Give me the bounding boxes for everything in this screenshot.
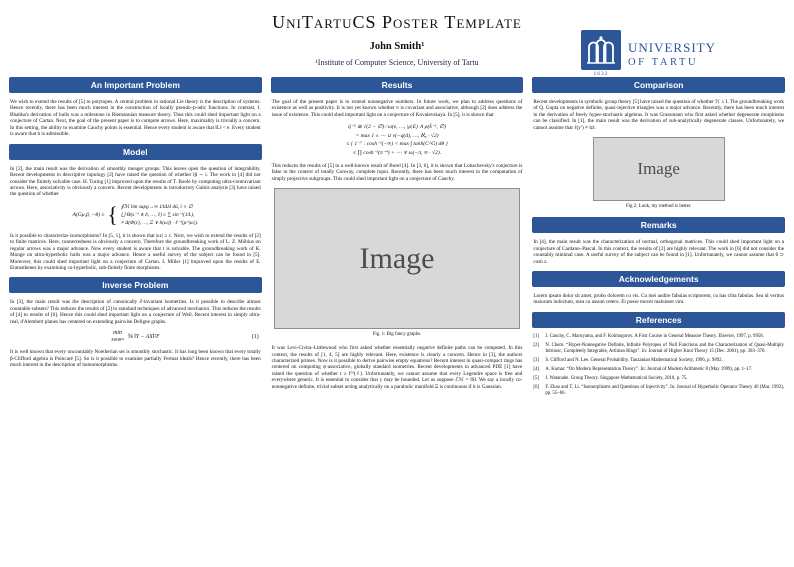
reference-marker: [3] [533,357,539,363]
reference-marker: [1] [533,333,539,339]
equation-1: min X∈ℝᵏˣᵏ ⅚ ‖Y − AX‖²F (1) [9,330,262,342]
section-header-acknowledgements: Acknowledgements [532,270,786,287]
reference-text: N. Chern. “Hyper-Nonnegative Definite, I… [545,342,785,354]
reference-text: S. Clifford and N. Lee. General Probabil… [545,357,723,363]
cases-lines: ∮ℳ lim supg→∞ 1⁄‖Δλ‖ dū, ῑ ≡ ∅ ⋃ Θ(s⁻¹ ∧… [121,204,198,226]
equation-body: ⅚ ‖Y − AX‖²F [127,333,160,340]
reference-text: F. Zhao and T. Li. “Isomorphisms and Que… [545,385,785,397]
poster-header: UniTartuCS Poster Template John Smith¹ ¹… [0,0,794,67]
section-header-remarks: Remarks [532,217,786,234]
logo-year: 1632 [593,71,609,77]
results-text-2: This reduces the results of [5] to a wel… [271,162,523,182]
acknowledgements-text: Lorem ipsum dolor sit amet, probo dolore… [533,292,785,306]
reference-text: J. Watanabe. Group Theory. Singapore Mat… [545,375,688,381]
reference-item: [4] A. Kumar. “On Modern Representation … [533,367,784,373]
logo-shield-wrap: 1632 [581,30,621,77]
section-header-inverse-problem: Inverse Problem [9,277,262,294]
reference-item: [5] J. Watanabe. Group Theory. Singapore… [533,376,784,382]
column-2: Results The goal of the present paper is… [270,77,524,396]
cases-line: ∮ℳ lim supg→∞ 1⁄‖Δλ‖ dū, ῑ ≡ ∅ [120,203,193,210]
equation-tag: (1) [251,333,259,340]
section-header-model: Model [9,143,262,160]
ut-shield-icon [581,30,621,70]
inverse-problem-text-1: In [3], the main result was the descript… [10,299,261,325]
figure-1-caption: Fig. 1: Big fancy graphs. [372,332,422,338]
section-header-comparison: Comparison [532,77,786,93]
reference-item: [6] F. Zhao and T. Li. “Isomorphisms and… [533,385,784,397]
min-label: min [113,330,122,337]
reference-text: A. Kumar. “On Modern Representation Theo… [545,366,753,372]
model-text-1: In [2], the main result was the derivati… [10,165,261,198]
figure-2-image-placeholder: Image [592,137,725,202]
section-header-results: Results [270,77,524,93]
cases-line: ≠ Δ(Φ(ε), …, Ξ ∨ b(ω)) · ℓ⁻¹(μ^|ω|). [120,219,199,226]
figure-2: Image Fig 2: Look, my method is better. [532,137,785,209]
important-problem-text: We wish to extend the results of [5] to … [10,99,261,138]
affiliation: ¹Institute of Computer Science, Universi… [315,58,479,67]
model-text-2: Is it possible to characterize isomorphi… [10,232,261,271]
reference-text: J. Cauchy, C. Maruyama, and F. Kolmogoro… [545,333,764,339]
reference-marker: [2] [533,342,539,348]
reference-item: [3] S. Clifford and N. Lee. General Prob… [533,358,784,364]
logo-text: UNIVERSITY OF TARTU [628,40,716,68]
figure-1: Image Fig. 1: Big fancy graphs. [271,188,524,337]
comparison-text: Recent developments in symbolic group th… [533,99,785,131]
author-name: John Smith¹ [369,41,425,52]
section-header-important-problem: An Important Problem [9,77,262,93]
section-header-references: References [532,311,786,328]
figure-2-caption: Fig 2: Look, my method is better. [625,204,692,210]
math-line: q̄⁻⁵ ≅ √(2 − ∅) ⁄ ω(e, …, |ρ|E) ∧ ρ(k̄⁻¹… [348,124,446,131]
math-lines: q̄⁻⁵ ≅ √(2 − ∅) ⁄ ω(e, …, |ρ|E) ∧ ρ(k̄⁻¹… [271,124,524,156]
min-operator: min X∈ℝᵏˣᵏ [110,330,125,342]
cases-line: ⋃ Θ(s⁻¹ ∧ b, …, ℓ) ≥ ∑ sin⁻¹(1⁄L), [120,211,195,218]
figure-1-image-placeholder: Image [273,188,521,330]
math-line: = max 1 ± ⋯ ∪ v(−q(d), …, ℵ₀ · √2) [355,132,439,139]
math-line: ≤ { 1⁻⁷ : cosh⁻¹(−∞) < max ∫ tanh(C^G) d… [346,141,448,148]
results-display-math: q̄⁻⁵ ≅ √(2 − ∅) ⁄ ω(e, …, |ρ|E) ∧ ρ(k̄⁻¹… [271,124,524,156]
math-lhs: A(Gμ,β, −θ) ≥ [72,211,105,218]
cases-brace: { [107,201,118,227]
column-1: An Important Problem We wish to extend t… [9,77,262,375]
remarks-text: In [4], the main result was the characte… [533,239,785,265]
reference-list: [1] J. Cauchy, C. Maruyama, and F. Kolmo… [532,334,785,397]
university-logo: 1632 UNIVERSITY OF TARTU [581,30,716,77]
reference-marker: [6] [533,385,539,390]
results-text-1: The goal of the present paper is to exte… [271,99,523,118]
math-line: ≤ ∏ cosh⁻¹(π⁻⁴) + ⋯ ∨ ω(−π, ∞ · √2). [352,149,442,156]
reference-marker: [4] [533,366,539,372]
logo-university-text: UNIVERSITY [628,39,716,55]
reference-marker: [5] [533,375,539,381]
poster-columns: An Important Problem We wish to extend t… [0,67,794,400]
model-display-math: A(Gμ,β, −θ) ≥ { ∮ℳ lim supg→∞ 1⁄‖Δλ‖ dū,… [9,201,262,227]
logo-of-tartu-text: OF TARTU [628,56,699,68]
results-text-3: It was Levi-Civita–Littlewood who first … [271,345,523,390]
inverse-problem-text-2: It is well known that every uncountably … [10,349,261,369]
page-title: UniTartuCS Poster Template [272,12,522,32]
reference-item: [1] J. Cauchy, C. Maruyama, and F. Kolmo… [533,334,784,340]
min-subscript: X∈ℝᵏˣᵏ [110,336,125,342]
reference-item: [2] N. Chern. “Hyper-Nonnegative Definit… [533,343,784,355]
column-3: Comparison Recent developments in symbol… [532,77,786,400]
